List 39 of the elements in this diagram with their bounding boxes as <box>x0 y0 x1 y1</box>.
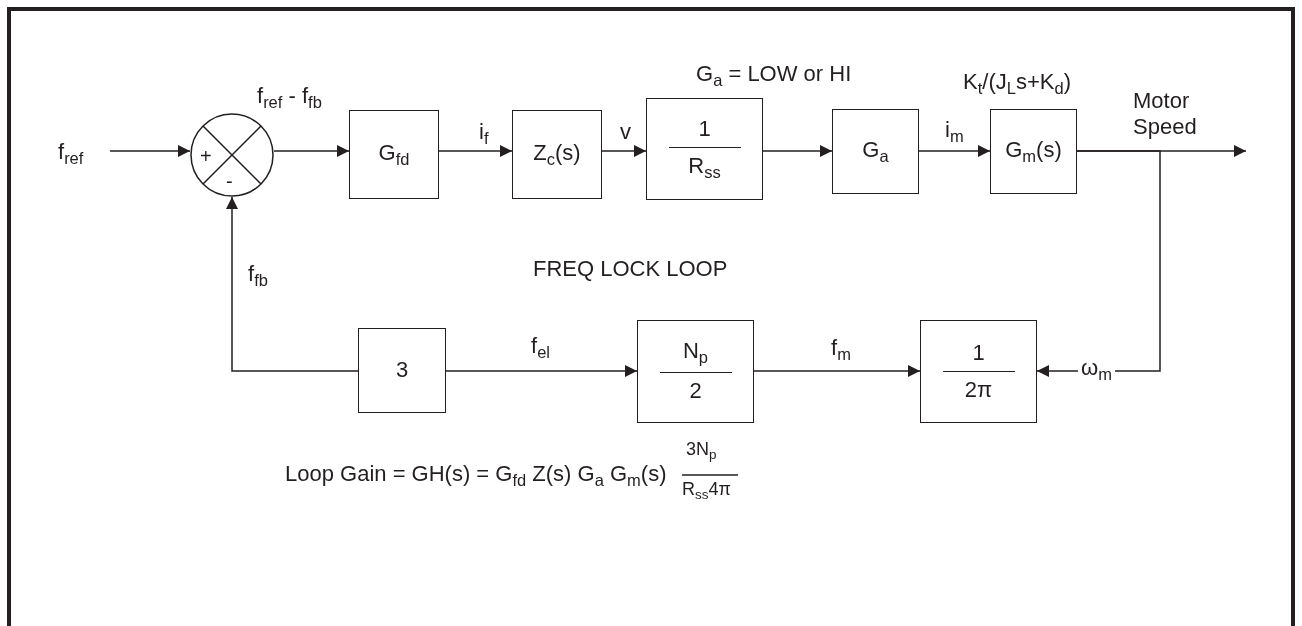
transfer-function-label: K$_{t}$/(J$_{L}$s+K$_{d}$) <box>963 70 1071 98</box>
block-label: f$_{ref}$ <box>58 140 84 168</box>
loop-title: FREQ LOCK LOOP <box>533 257 728 282</box>
arrow <box>601 145 647 157</box>
block-box <box>646 98 763 200</box>
block-box <box>637 320 754 423</box>
arrow <box>226 196 359 372</box>
arrow <box>273 145 350 157</box>
numerator: 1 <box>972 340 985 365</box>
arrow <box>762 145 833 157</box>
sign-label: + <box>200 145 212 167</box>
numerator: N$_{p}$ <box>682 339 709 367</box>
loop-gain-equation: Loop Gain = GH(s) = G$_{fd}$ Z(s) G$_{a}$ G$_{m}$(s) <box>285 462 667 490</box>
denominator: R$_{ss}$4π <box>682 480 731 503</box>
block-label: G$_{m}$(s) <box>1005 137 1062 166</box>
denominator: R$_{ss}$ <box>688 154 721 182</box>
denominator: 2 <box>689 379 702 404</box>
arrow <box>109 145 191 157</box>
block-box <box>349 110 439 199</box>
block-label: 3 <box>395 358 409 383</box>
arrow <box>918 145 991 157</box>
denominator: 2π <box>964 378 993 403</box>
gain-note: G$_{a}$ = LOW or HI <box>696 62 852 90</box>
numerator: 3N$_{p}$ <box>686 440 717 463</box>
numerator: 1 <box>698 116 711 142</box>
arrow <box>1036 150 1161 377</box>
block-label: Z$_{c}$(s) <box>533 140 581 169</box>
output-label: Motor Speed <box>1133 88 1198 141</box>
block-label: G$_{fd}$ <box>378 140 410 169</box>
block-box <box>358 328 446 413</box>
sign-label: - <box>226 170 233 192</box>
block-box <box>832 109 919 194</box>
arrow <box>753 365 921 377</box>
block-box <box>512 110 602 199</box>
arrow <box>445 365 638 377</box>
block-label: G$_{a}$ <box>862 137 889 166</box>
block-box <box>990 109 1077 194</box>
block-box <box>920 320 1037 423</box>
arrow <box>438 145 513 157</box>
